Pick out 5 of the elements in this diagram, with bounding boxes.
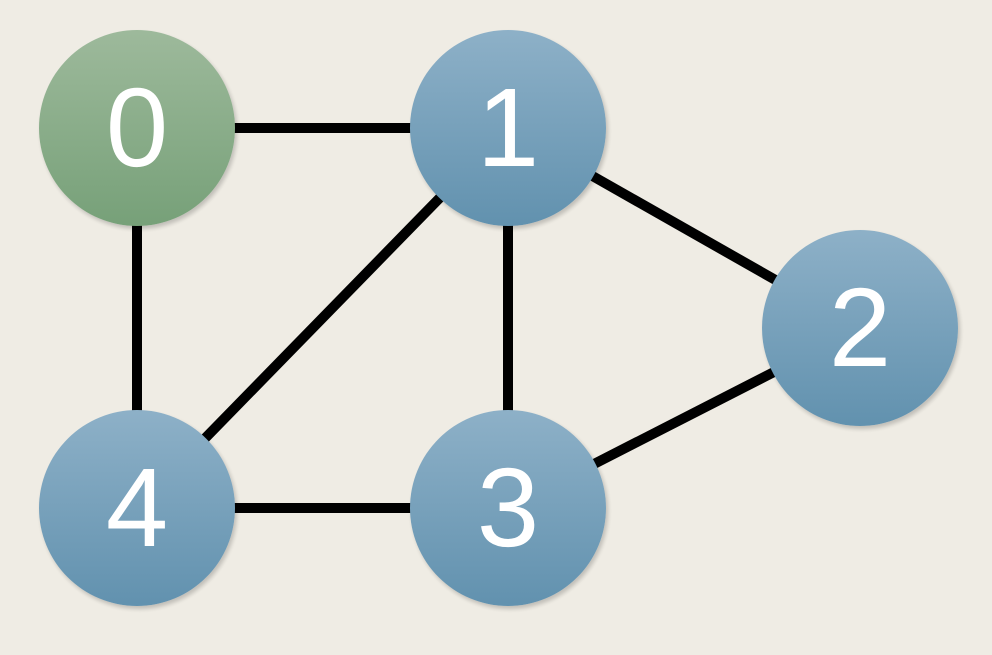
node-label: 4 xyxy=(106,452,168,564)
node-label: 2 xyxy=(828,272,892,384)
node-label: 0 xyxy=(106,72,168,184)
node-label: 3 xyxy=(476,452,540,564)
node-label: 1 xyxy=(476,72,540,184)
